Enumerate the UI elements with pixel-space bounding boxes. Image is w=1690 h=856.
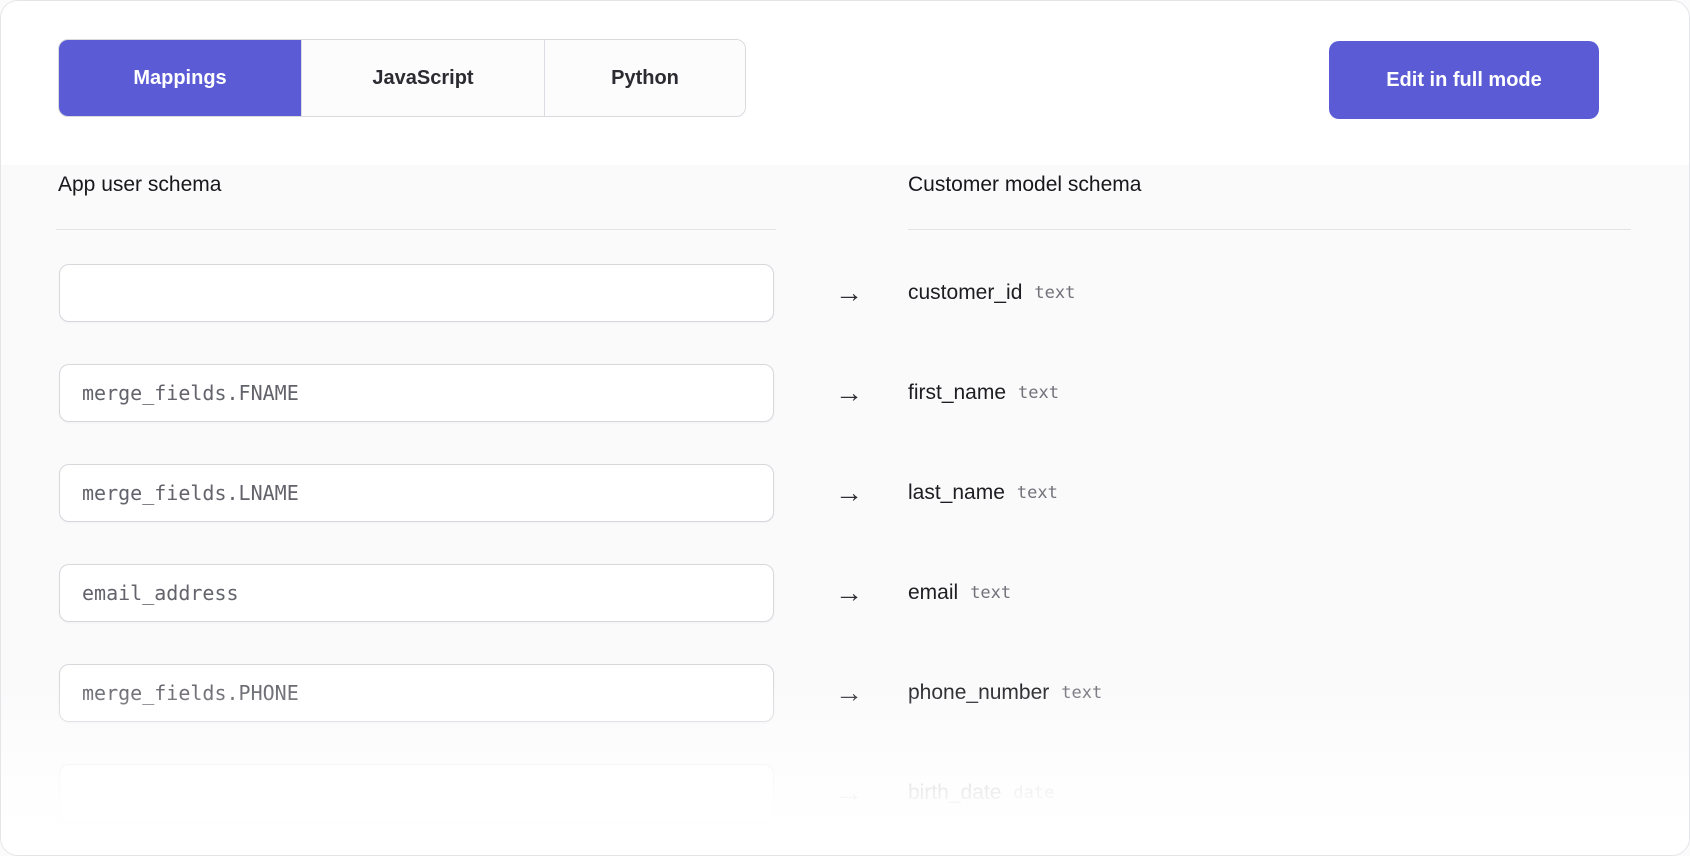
source-field-input[interactable] [59,764,774,822]
tab-javascript[interactable]: JavaScript [302,40,545,116]
target-field-type: text [970,583,1012,603]
source-schema-title: App user schema [58,173,222,196]
source-field-input[interactable] [59,364,774,422]
target-field-name: last_name [908,481,1005,504]
target-field-name: birth_date [908,781,1002,804]
source-field-input[interactable] [59,664,774,722]
arrow-right-icon: → [835,777,863,808]
mapping-row: → first_name text [1,364,1689,422]
target-field: birth_date date [908,764,1054,822]
mapping-row: → phone_number text [1,664,1689,722]
target-field: customer_id text [908,264,1075,322]
target-field-type: text [1034,283,1076,303]
target-field-type: date [1013,783,1055,803]
source-field-input[interactable] [59,264,774,322]
target-field: first_name text [908,364,1059,422]
target-field-type: text [1016,483,1058,503]
target-field-name: phone_number [908,681,1050,704]
source-schema-divider [56,229,776,230]
mapping-row: → email text [1,564,1689,622]
schema-mapping-panel: App user schema Customer model schema → … [1,165,1689,855]
target-field-name: email [908,581,959,604]
target-schema-divider [908,229,1631,230]
target-field: last_name text [908,464,1058,522]
target-field: email text [908,564,1011,622]
arrow-right-icon: → [835,677,863,708]
target-schema-title: Customer model schema [908,173,1142,196]
source-field-input[interactable] [59,564,774,622]
target-field: phone_number text [908,664,1102,722]
target-field-type: text [1018,383,1059,403]
target-field-type: text [1061,683,1103,703]
arrow-right-icon: → [835,577,863,608]
target-field-name: customer_id [908,281,1023,304]
arrow-right-icon: → [835,477,863,508]
tab-python[interactable]: Python [545,40,745,116]
edit-in-full-mode-button[interactable]: Edit in full mode [1329,41,1599,119]
tab-mappings[interactable]: Mappings [59,40,302,116]
mapping-row: → customer_id text [1,264,1689,322]
arrow-right-icon: → [835,277,863,308]
mapping-row: → birth_date date [1,764,1689,822]
source-field-input[interactable] [59,464,774,522]
arrow-right-icon: → [835,377,863,408]
mapping-row: → last_name text [1,464,1689,522]
target-field-name: first_name [908,381,1007,404]
